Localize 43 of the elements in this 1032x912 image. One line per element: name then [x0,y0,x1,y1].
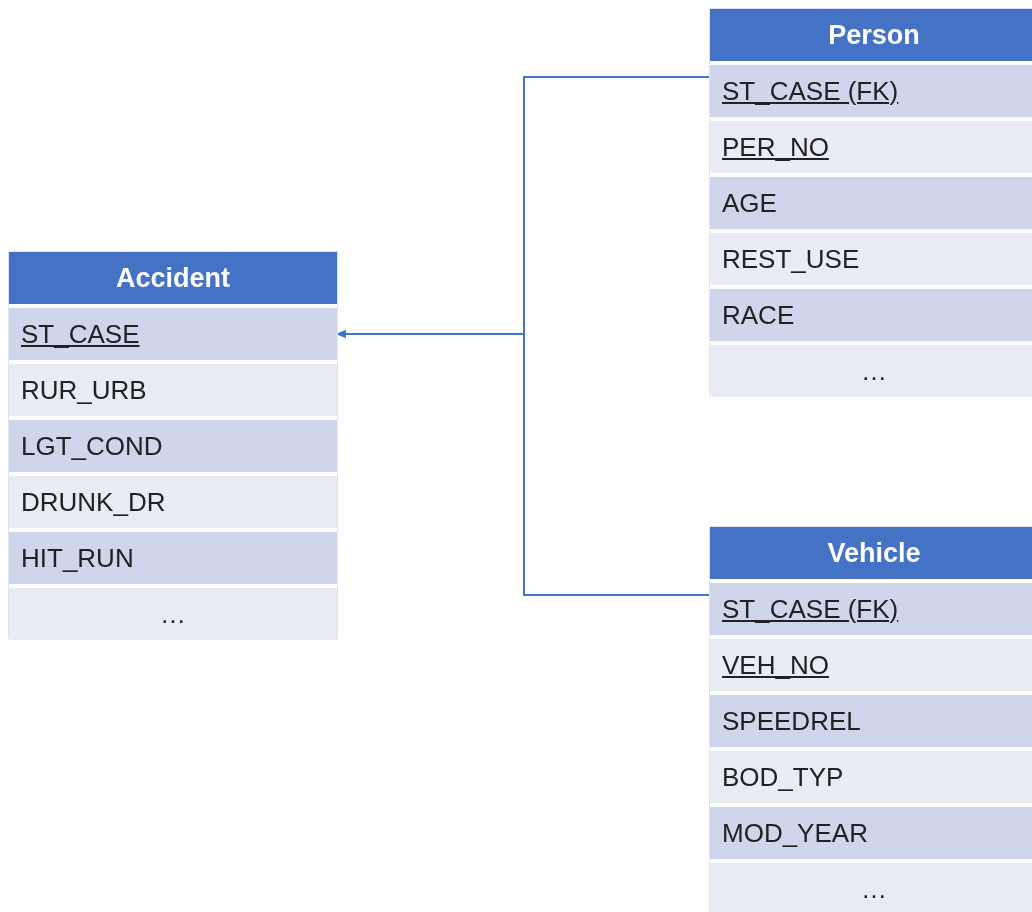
table-row [710,639,1032,691]
table-header: Vehicle [710,527,1032,579]
table-row [9,364,337,416]
table-row [710,177,1032,229]
field-name: BOD_TYP [722,761,844,793]
field-name: … [861,873,887,905]
key-field-name: VEH_NO [722,649,829,681]
table-row [710,583,1032,635]
table-row [9,420,337,472]
table-row [9,532,337,584]
field-name: RACE [722,299,795,331]
table-row [9,476,337,528]
table-row [710,695,1032,747]
table-row [9,308,337,360]
field-name: … [160,598,186,630]
table-row [710,65,1032,117]
entity-table [8,251,338,639]
field-name: AGE [722,187,777,219]
table-row [710,345,1032,397]
table-row [710,751,1032,803]
entity-table [709,8,1032,396]
key-field-name: PER_NO [722,131,829,163]
field-name: … [861,355,887,387]
field-name: SPEEDREL [722,705,861,737]
field-name: MOD_YEAR [722,817,868,849]
table-row [710,289,1032,341]
connector-arrow [336,330,711,596]
table-header: Accident [9,252,337,304]
table-row [9,588,337,640]
field-name: REST_USE [722,243,860,275]
field-name: LGT_COND [21,430,163,462]
field-name: RUR_URB [21,374,147,406]
entity-table [709,526,1032,912]
table-row [710,863,1032,912]
field-name: DRUNK_DR [21,486,166,518]
field-name: HIT_RUN [21,542,134,574]
key-field-name: ST_CASE (FK) [722,593,899,625]
key-field-name: ST_CASE (FK) [722,75,899,107]
key-field-name: ST_CASE [21,318,140,350]
table-row [710,121,1032,173]
table-header: Person [710,9,1032,61]
table-row [710,807,1032,859]
table-row [710,233,1032,285]
